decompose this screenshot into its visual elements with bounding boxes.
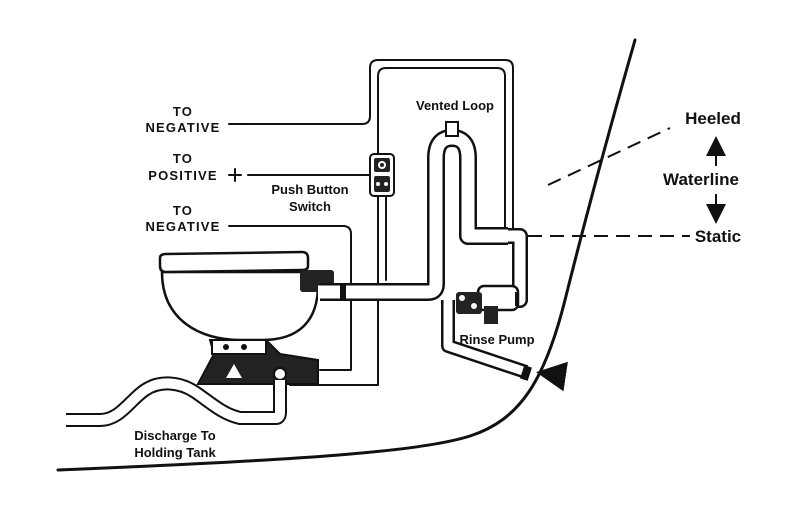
label-heeled: Heeled bbox=[685, 109, 741, 128]
label-push-button-switch-line1: Push Button bbox=[271, 182, 348, 197]
label-to-negative-top-line1: TO bbox=[173, 104, 193, 119]
label-push-button-switch-line2: Switch bbox=[289, 199, 331, 214]
toilet-inlet-hose bbox=[318, 283, 348, 301]
heeled-waterline-dash bbox=[547, 127, 671, 186]
negative-wire-top bbox=[237, 59, 514, 241]
switch-to-pump-wire bbox=[289, 195, 379, 386]
label-discharge-line2: Holding Tank bbox=[134, 445, 216, 460]
boat-hull-line bbox=[56, 38, 637, 472]
label-to-positive-line1: TO bbox=[173, 151, 193, 166]
label-vented-loop: Vented Loop bbox=[416, 98, 494, 113]
rinse-pump bbox=[456, 284, 520, 324]
vented-loop-hose bbox=[320, 121, 508, 301]
label-static: Static bbox=[695, 227, 741, 246]
label-to-negative-bottom-line1: TO bbox=[173, 203, 193, 218]
label-rinse-pump: Rinse Pump bbox=[459, 332, 534, 347]
intake-arrow bbox=[536, 361, 568, 392]
label-to-positive-line2: POSITIVE bbox=[148, 168, 218, 183]
push-button-switch bbox=[369, 153, 395, 197]
label-to-negative-bottom-line2: NEGATIVE bbox=[145, 219, 220, 234]
label-to-negative-top-line2: NEGATIVE bbox=[145, 120, 220, 135]
label-discharge-line1: Discharge To bbox=[134, 428, 215, 443]
marine-toilet bbox=[158, 250, 346, 385]
discharge-hose bbox=[66, 376, 287, 427]
negative-wire-top-inner bbox=[377, 67, 506, 241]
negative-wire-bottom bbox=[237, 225, 352, 371]
label-waterline: Waterline bbox=[663, 170, 739, 189]
